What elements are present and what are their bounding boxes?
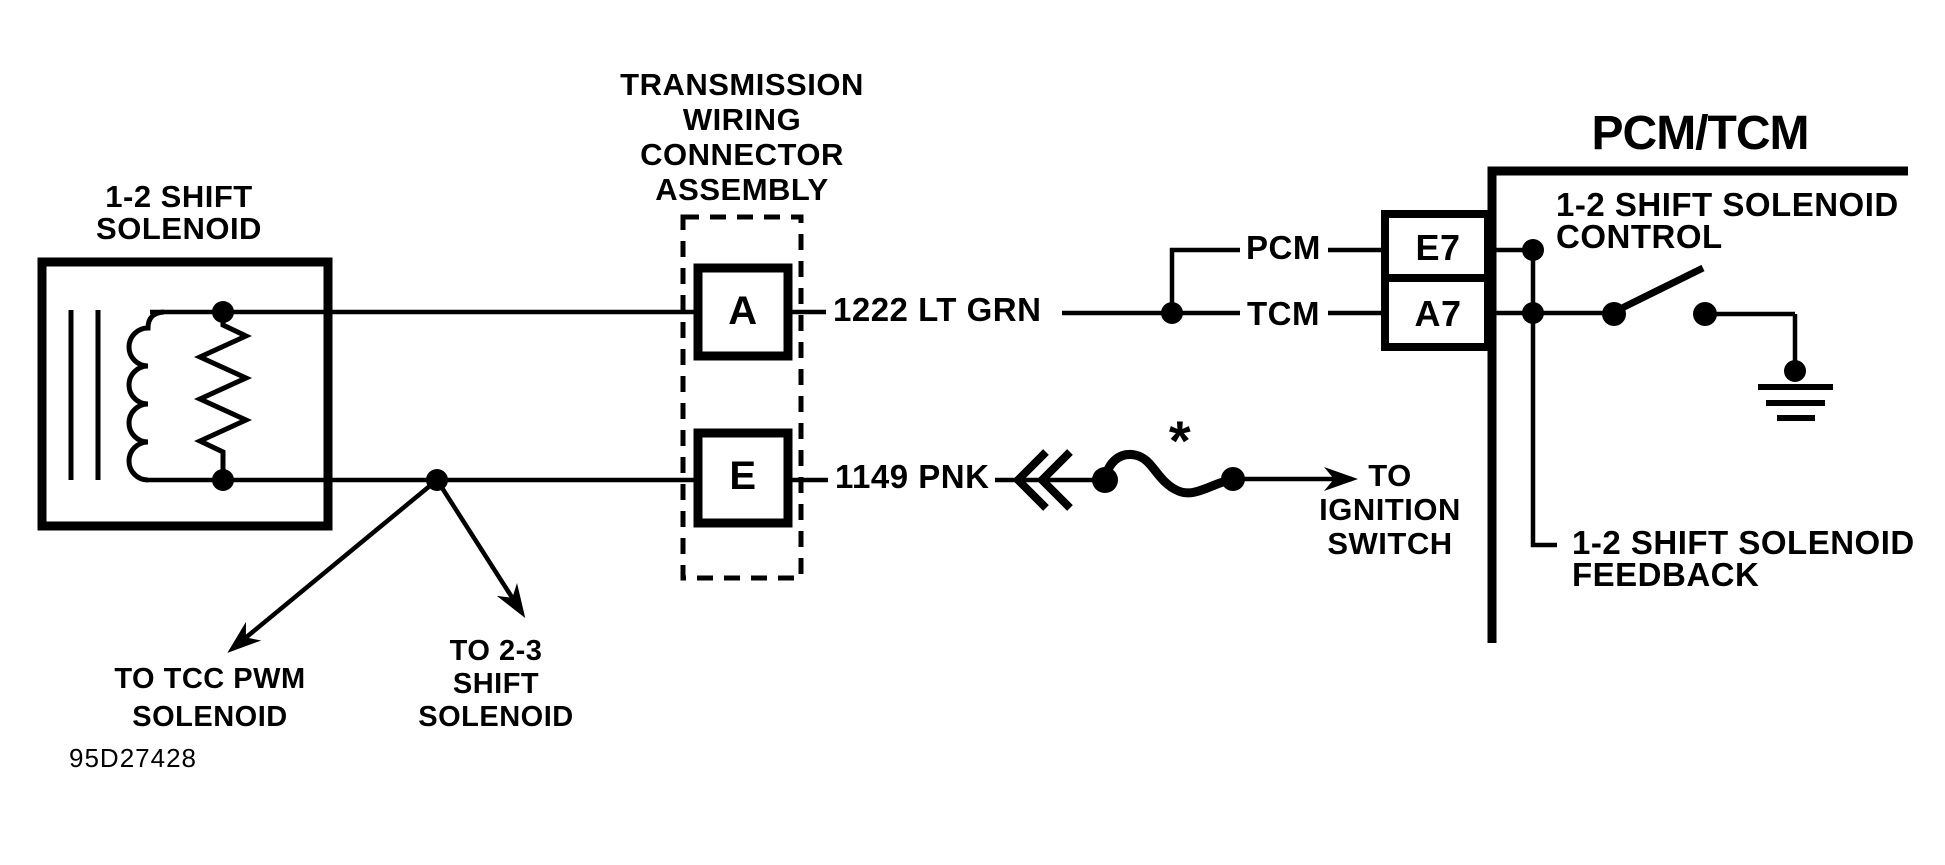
tcc-pwm-solenoid-label: TO TCC PWM SOLENOID (110, 660, 310, 736)
figure-number: 95D27428 (69, 743, 197, 773)
assembly-label-line4: ASSEMBLY (655, 172, 829, 207)
tcm-wire-label: TCM (1247, 295, 1320, 332)
feedback-label-line2: FEEDBACK (1572, 556, 1760, 593)
pcm-tcm-boundary (1487, 166, 1908, 643)
switch-contact-dot (1693, 302, 1717, 326)
splice-dot (1221, 467, 1245, 491)
pin-a7-box (1381, 274, 1492, 351)
tcc-label-line2: SOLENOID (132, 701, 288, 733)
pin-a-label: A (728, 289, 758, 333)
solenoid-label-line1: 1-2 SHIFT (105, 179, 253, 214)
junction-dot (1522, 239, 1544, 261)
solenoid-label: 1-2 SHIFT SOLENOID (59, 181, 299, 245)
junction-dots (212, 239, 1806, 493)
branch-arrow-23-shift (435, 478, 526, 619)
junction-dot (426, 469, 448, 491)
shift-23-solenoid-label: TO 2-3 SHIFT SOLENOID (416, 635, 576, 734)
inline-connector-chevron-icon (1012, 449, 1049, 511)
pcm-tcm-title: PCM/TCM (1591, 107, 1810, 160)
solenoid-label-line2: SOLENOID (96, 211, 262, 246)
ignition-switch-label: TO IGNITION SWITCH (1305, 459, 1475, 561)
assembly-label-line1: TRANSMISSION (620, 67, 864, 102)
junction-dot (212, 469, 234, 491)
splice-wave-symbol (1100, 449, 1235, 498)
ground-icon (1758, 384, 1833, 421)
ground-dot (1784, 360, 1806, 382)
pin-e-label: E (729, 454, 757, 498)
pin-a7-label: A7 (1414, 293, 1462, 334)
connector-assembly-label: TRANSMISSION WIRING CONNECTOR ASSEMBLY (592, 67, 892, 207)
solenoid-box (37, 257, 333, 531)
junction-dot (1522, 302, 1544, 324)
junction-dot (212, 301, 234, 323)
switch-arm-symbol (1616, 264, 1705, 314)
feedback-label-line1: 1-2 SHIFT SOLENOID (1572, 524, 1915, 561)
ignition-label-line1: TO (1368, 458, 1412, 493)
control-label: 1-2 SHIFT SOLENOID CONTROL (1556, 186, 1899, 255)
wire-1149-pnk-label: 1149 PNK (835, 458, 990, 495)
pcm-wire-label: PCM (1246, 229, 1321, 266)
switch-pivot-dot (1602, 302, 1626, 326)
resistor-symbol (193, 312, 253, 480)
splice-dot (1092, 467, 1118, 493)
splice-asterisk: * (1168, 409, 1192, 472)
wire-feedback (1530, 313, 1557, 548)
assembly-label-line3: CONNECTOR (640, 137, 844, 172)
wire-1222-lt-grn-label: 1222 LT GRN (833, 291, 1042, 328)
assembly-label-line2: WIRING (682, 102, 802, 137)
junction-dot (1161, 302, 1183, 324)
control-label-line1: 1-2 SHIFT SOLENOID (1556, 186, 1899, 223)
ignition-label-line2: IGNITION (1319, 492, 1461, 527)
feedback-label: 1-2 SHIFT SOLENOID FEEDBACK (1572, 524, 1915, 593)
control-label-line2: CONTROL (1556, 218, 1723, 255)
wire-branch-to-pcm (1169, 247, 1240, 313)
inline-connector-chevron-icon (1036, 449, 1073, 511)
coil-symbol (126, 309, 165, 483)
shift23-label-line3: SOLENOID (418, 701, 574, 733)
pin-e7-label: E7 (1415, 227, 1461, 268)
ignition-label-line3: SWITCH (1327, 526, 1453, 561)
shift23-label-line1: TO 2-3 (449, 635, 543, 667)
branch-arrow-tcc-pwm (227, 478, 439, 653)
tcc-label-line1: TO TCC PWM (114, 663, 306, 695)
shift23-label-line2: SHIFT (452, 668, 540, 700)
connector-assembly-dashed-box (680, 214, 804, 581)
